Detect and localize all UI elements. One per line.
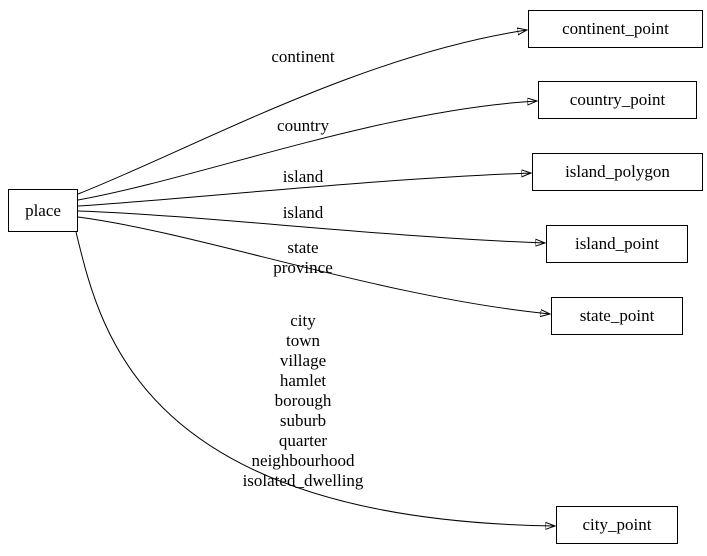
node-country_point: country_point	[538, 81, 697, 119]
node-city_point: city_point	[556, 506, 678, 544]
node-place: place	[8, 189, 78, 232]
edge-label-island-polygon: island	[282, 167, 324, 186]
edge-label-island-point: island	[282, 203, 324, 222]
edge-label-continent: continent	[271, 47, 335, 66]
edge-label-city-group: city town village hamlet borough suburb …	[242, 311, 364, 490]
node-island_polygon: island_polygon	[532, 153, 703, 191]
node-island_point: island_point	[546, 225, 688, 263]
node-continent_point: continent_point	[528, 10, 703, 48]
edge-label-state-province: state province	[273, 238, 333, 277]
edge-label-country: country	[277, 116, 329, 135]
node-state_point: state_point	[551, 297, 683, 335]
